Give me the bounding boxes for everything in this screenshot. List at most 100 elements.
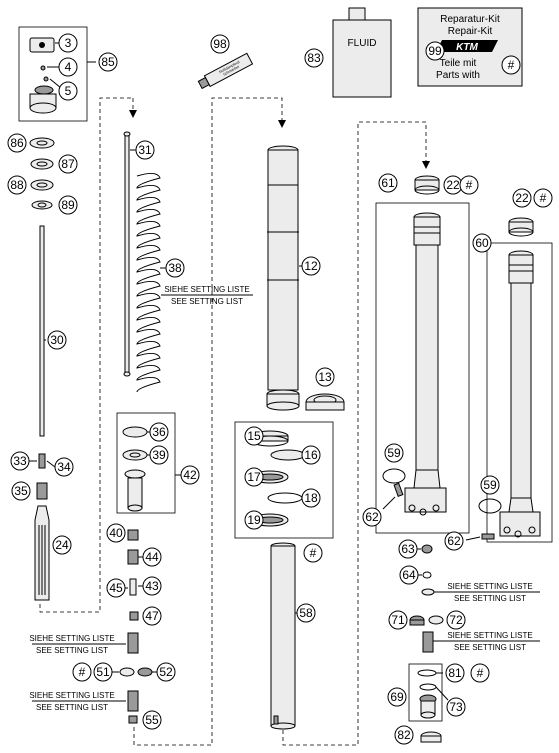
rod-31 (123, 131, 131, 377)
callout-51: 51 (93, 662, 113, 682)
callout-34: 34 (54, 457, 74, 477)
svg-text:42: 42 (183, 468, 197, 482)
svg-text:4: 4 (65, 60, 72, 74)
svg-text:64: 64 (402, 568, 416, 582)
callout-55: 55 (142, 710, 162, 730)
screw-4 (40, 65, 46, 71)
oring-59-a (382, 468, 406, 484)
callout-87: 87 (58, 154, 78, 174)
group-69-box (408, 663, 443, 722)
oring-81 (417, 669, 437, 677)
bolt-62-a (382, 482, 404, 510)
callout-43: 43 (142, 576, 162, 596)
svg-text:#: # (540, 191, 547, 205)
svg-text:38: 38 (168, 261, 182, 275)
callout-61: 61 (378, 173, 398, 193)
svg-text:52: 52 (159, 665, 173, 679)
nut-13 (305, 393, 345, 411)
hash-badge: # (470, 663, 490, 683)
svg-text:22: 22 (515, 191, 529, 205)
callout-19: 19 (244, 510, 264, 530)
svg-text:#: # (477, 666, 484, 680)
svg-text:31: 31 (138, 143, 152, 157)
callout-22: 22 (512, 188, 532, 208)
callout-52: 52 (156, 662, 176, 682)
svg-text:62: 62 (365, 510, 379, 524)
callout-72: 72 (446, 610, 466, 630)
svg-text:Repair-Kit: Repair-Kit (448, 26, 493, 37)
washer-86 (29, 137, 55, 149)
svg-text:45: 45 (109, 581, 123, 595)
callout-39: 39 (149, 445, 169, 465)
grease-tube-98: Stoßdämpferöl Schmierfett (197, 52, 254, 90)
svg-text:89: 89 (61, 198, 75, 212)
callout-35: 35 (11, 481, 31, 501)
svg-text:22: 22 (446, 178, 460, 192)
callout-73: 73 (446, 697, 466, 717)
nut-3 (29, 37, 55, 53)
svg-text:#: # (79, 665, 86, 679)
callout-60: 60 (472, 233, 492, 253)
svg-text:3: 3 (65, 36, 72, 50)
callout-22: 22 (443, 175, 463, 195)
svg-text:88: 88 (10, 178, 24, 192)
clip-18 (267, 492, 303, 504)
svg-text:44: 44 (145, 550, 159, 564)
callout-24: 24 (52, 535, 72, 555)
fork-leg-61 (404, 212, 447, 516)
setting-note-5b: SEE SETTING LIST (454, 643, 526, 652)
oring-73 (419, 683, 437, 691)
svg-text:99: 99 (428, 44, 442, 58)
svg-text:12: 12 (304, 259, 318, 273)
part-55 (128, 715, 138, 724)
oring-59-b (478, 498, 502, 514)
svg-text:#: # (466, 178, 473, 192)
svg-text:60: 60 (475, 236, 489, 250)
svg-text:13: 13 (318, 370, 332, 384)
svg-text:51: 51 (96, 665, 110, 679)
callout-30: 30 (47, 330, 67, 350)
callout-36: 36 (149, 422, 169, 442)
callout-62: 62 (362, 507, 382, 527)
callout-59: 59 (384, 443, 404, 463)
svg-text:72: 72 (449, 613, 463, 627)
callout-81: 81 (445, 663, 465, 683)
callout-64: 64 (399, 565, 419, 585)
shim-72 (428, 615, 444, 625)
callout-99: 99 (425, 41, 445, 61)
svg-text:47: 47 (145, 609, 159, 623)
fork-leg-60 (499, 250, 541, 538)
setting-note-4a: SIEHE SETTING LISTE (447, 582, 532, 591)
callout-82: 82 (394, 725, 414, 745)
fluid-bottle-83: FLUID (332, 7, 392, 98)
base-valve-69 (419, 694, 437, 719)
callout-45: 45 (106, 578, 126, 598)
svg-text:81: 81 (448, 666, 462, 680)
svg-text:Teile mit: Teile mit (440, 58, 477, 69)
callout-44: 44 (142, 547, 162, 567)
svg-text:30: 30 (50, 333, 64, 347)
spring-setting-2 (127, 690, 139, 712)
svg-text:5: 5 (65, 84, 72, 98)
setting-note-2a: SIEHE SETTING LISTE (29, 691, 114, 700)
svg-text:63: 63 (401, 542, 415, 556)
ring-36 (122, 426, 148, 438)
svg-text:87: 87 (61, 157, 75, 171)
setting-note-5a: SIEHE SETTING LISTE (447, 631, 532, 640)
svg-text:#: # (508, 58, 515, 72)
svg-text:#: # (310, 546, 317, 560)
callout-58: 58 (296, 603, 316, 623)
callout-38: 38 (165, 258, 185, 278)
callout-13: 13 (315, 367, 335, 387)
svg-text:82: 82 (397, 728, 411, 742)
part-40 (127, 529, 139, 541)
callout-31: 31 (135, 140, 155, 160)
group-60-box (486, 242, 553, 543)
svg-text:83: 83 (307, 51, 321, 65)
fluid-label: FLUID (348, 38, 377, 49)
part-47 (129, 611, 139, 621)
callout-4: 4 (58, 57, 78, 77)
callout-47: 47 (142, 606, 162, 626)
svg-text:69: 69 (390, 690, 404, 704)
svg-text:16: 16 (304, 448, 318, 462)
